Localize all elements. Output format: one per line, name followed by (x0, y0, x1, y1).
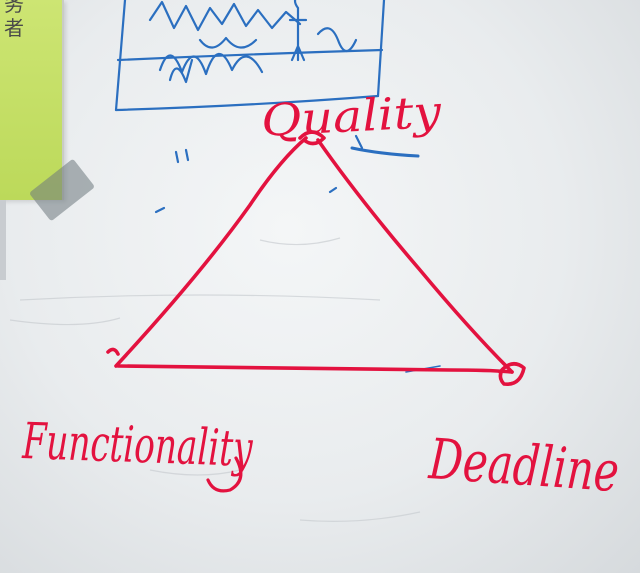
board-edge (0, 200, 6, 280)
sketch-wave-4 (198, 36, 258, 49)
sketch-frame-right (376, 0, 386, 98)
corner-tick-left (106, 347, 120, 356)
triangle-base (116, 364, 514, 374)
sketch-frame-left (114, 0, 127, 112)
functionality-tail (206, 456, 243, 493)
blue-underline (350, 146, 420, 158)
label-deadline: Deadline (426, 427, 621, 505)
label-quality: Quality (260, 87, 444, 147)
eraser-smudges (9, 237, 421, 522)
sketch-wave-2 (158, 52, 264, 76)
red-triangle (106, 130, 526, 386)
sketch-wave-1 (148, 0, 302, 32)
blue-sketch-chart (114, 0, 441, 373)
sketch-wave-3 (168, 58, 194, 84)
note-glyph-bottom: 者 (4, 16, 24, 40)
blue-dash-2 (328, 186, 338, 194)
sketch-squiggle (316, 27, 358, 53)
blue-tick-2 (174, 150, 180, 164)
green-paper-note: 务 者 (0, 0, 64, 200)
label-functionality: Functionality (21, 412, 254, 478)
triangle-left-side (114, 136, 308, 368)
blue-tick-3 (184, 148, 190, 162)
note-glyph-top: 务 (4, 0, 24, 16)
apex-loop (298, 130, 326, 146)
triangle-right-side (316, 138, 514, 374)
blue-tick-1 (354, 134, 364, 150)
sketch-frame-bottom (114, 94, 380, 112)
sketch-stick-figure (288, 0, 308, 62)
corner-loop-right (498, 362, 526, 386)
blue-dash-1 (154, 206, 166, 214)
